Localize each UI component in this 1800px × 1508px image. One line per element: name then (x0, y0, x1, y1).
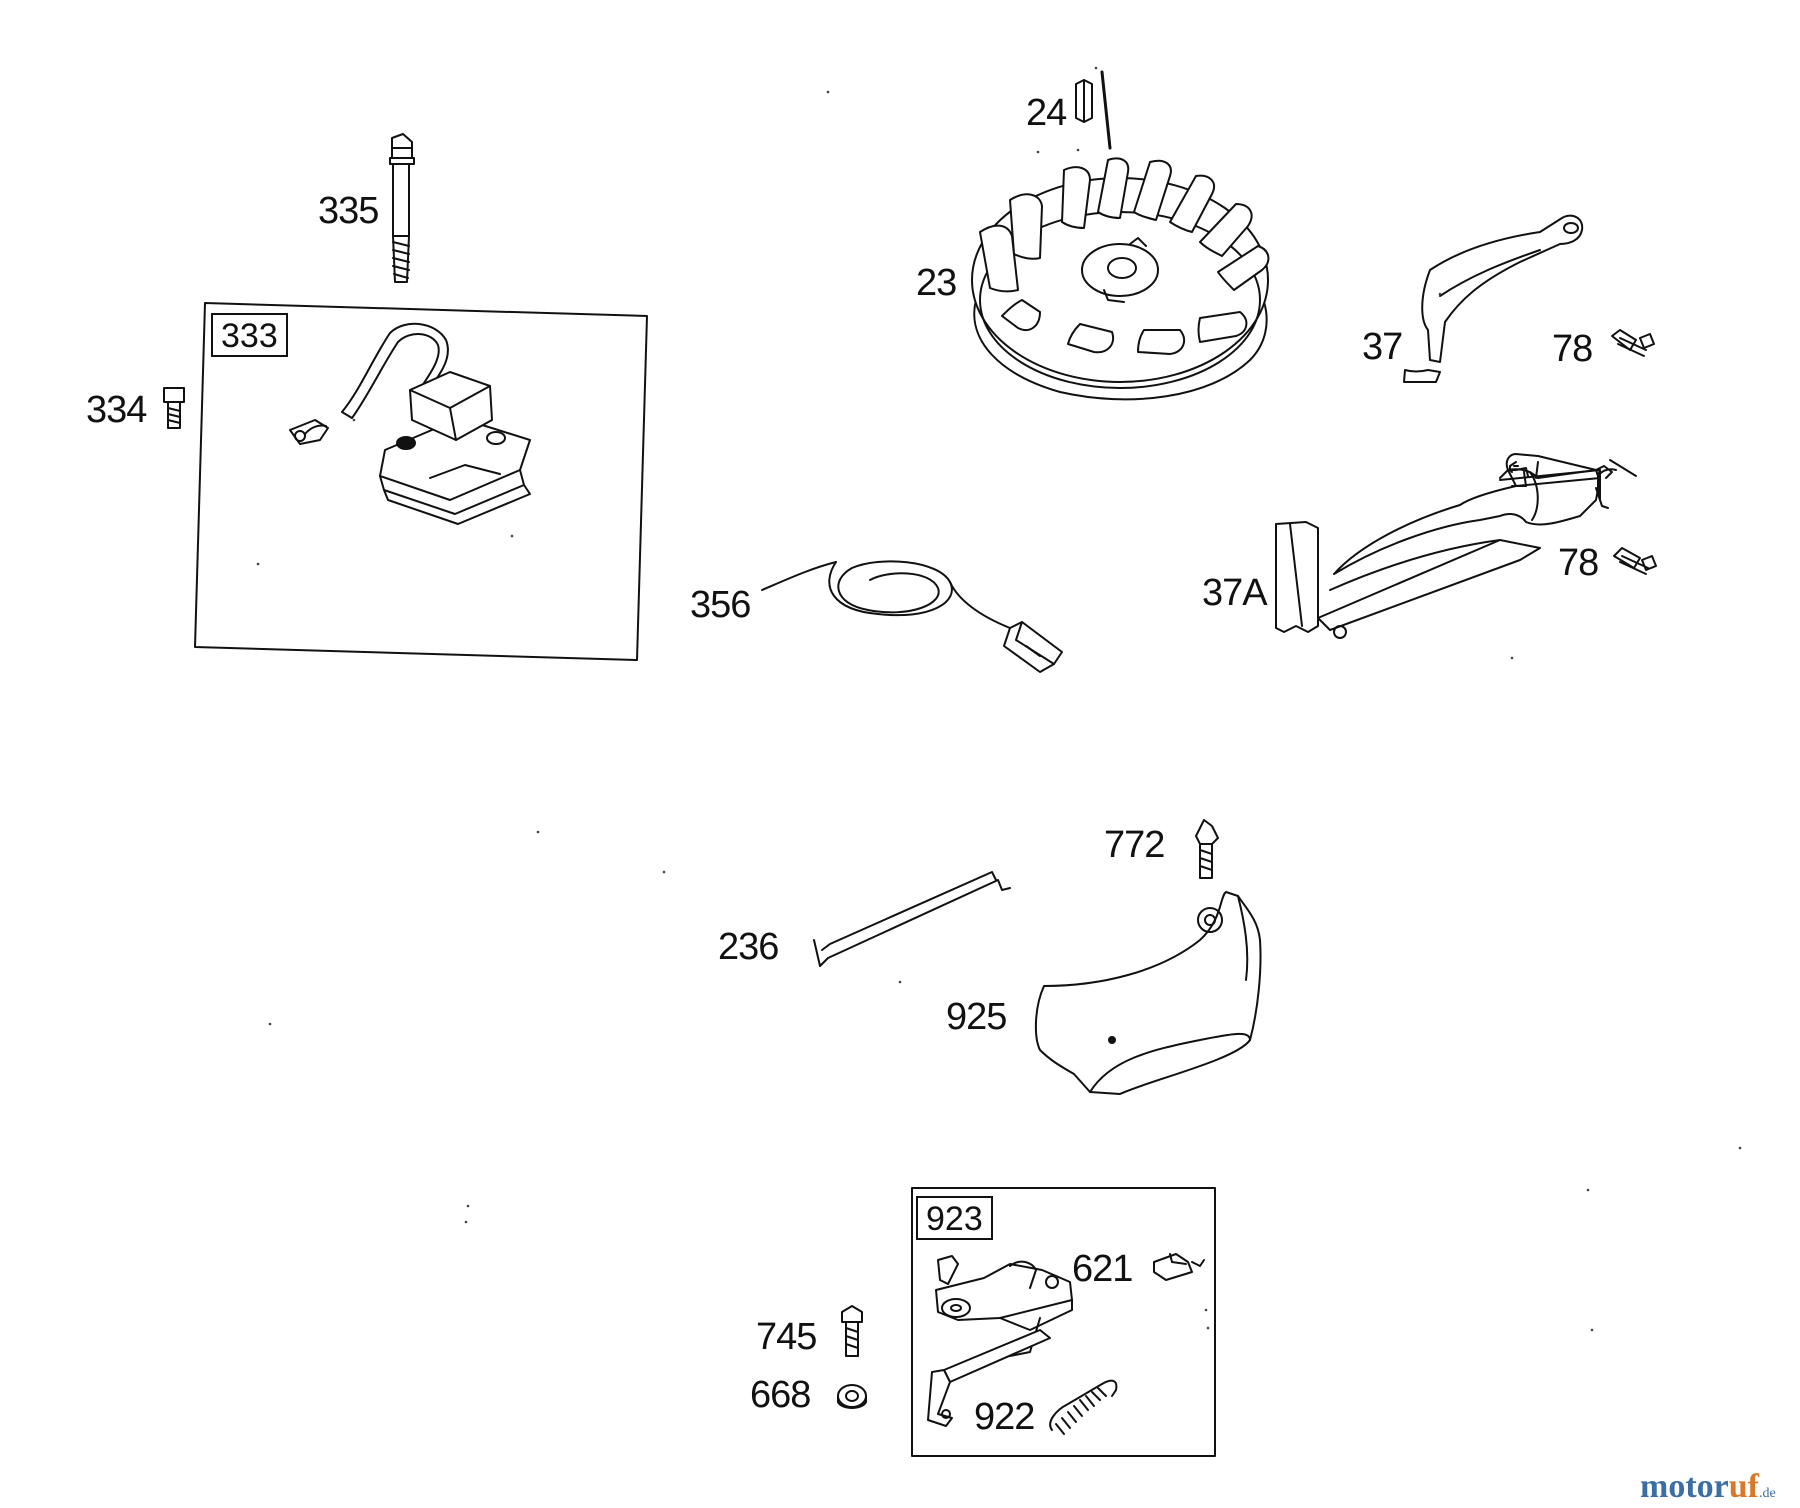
label-621: 621 (1072, 1248, 1133, 1290)
label-772: 772 (1104, 824, 1165, 866)
label-923: 923 (916, 1196, 993, 1240)
label-23: 23 (916, 262, 957, 304)
label-356: 356 (690, 584, 751, 626)
ground-wire-356-icon (761, 560, 1063, 673)
governor-kit-box (911, 1187, 1216, 1457)
cover-925-icon (1034, 891, 1262, 1095)
watermark-suffix: .de (1758, 1486, 1776, 1501)
bolt-745-icon (841, 1305, 863, 1357)
scan-specks (256, 66, 1742, 1332)
label-78-upper: 78 (1552, 328, 1593, 370)
bracket-37a-upright-icon (1509, 469, 1513, 473)
label-334: 334 (86, 389, 147, 431)
flywheel-key-24-icon (1075, 70, 1112, 150)
label-335: 335 (318, 190, 379, 232)
bolt-334-icon (163, 387, 185, 429)
label-668: 668 (750, 1374, 811, 1416)
watermark-part1: motor (1640, 1468, 1729, 1505)
label-78-lower: 78 (1558, 542, 1599, 584)
ignition-coil-kit-box (194, 302, 648, 661)
clip-621-icon (1153, 1253, 1205, 1281)
label-236: 236 (718, 926, 779, 968)
watermark-part2: uf (1728, 1468, 1759, 1505)
label-925: 925 (946, 996, 1007, 1038)
label-37: 37 (1362, 326, 1403, 368)
air-guide-37-icon (1403, 214, 1584, 383)
label-745: 745 (756, 1316, 817, 1358)
bracket-37a-ear-icon (1595, 468, 1617, 509)
screw-78b-icon (1613, 547, 1657, 575)
label-37a: 37A (1202, 572, 1268, 614)
spring-922-icon (1049, 1379, 1118, 1435)
bolt-335-icon (389, 133, 415, 283)
ignition-coil-333-icon (289, 322, 531, 525)
label-922: 922 (974, 1396, 1035, 1438)
label-333: 333 (211, 313, 288, 357)
label-24: 24 (1026, 92, 1067, 134)
air-guide-37a-icon (1275, 453, 1601, 639)
site-watermark: motoruf.de (1640, 1468, 1776, 1506)
nut-668-icon (837, 1384, 867, 1409)
governor-link-236-icon (813, 871, 1011, 967)
bracket-37a-plate-icon (1499, 469, 1509, 479)
screw-78a-icon (1611, 329, 1655, 357)
flywheel-23-icon (971, 157, 1270, 401)
bolt-772-icon (1195, 819, 1219, 879)
governor-lever-923-icon (927, 1255, 1073, 1427)
bracket-37a-hole-icon (1509, 461, 1517, 467)
